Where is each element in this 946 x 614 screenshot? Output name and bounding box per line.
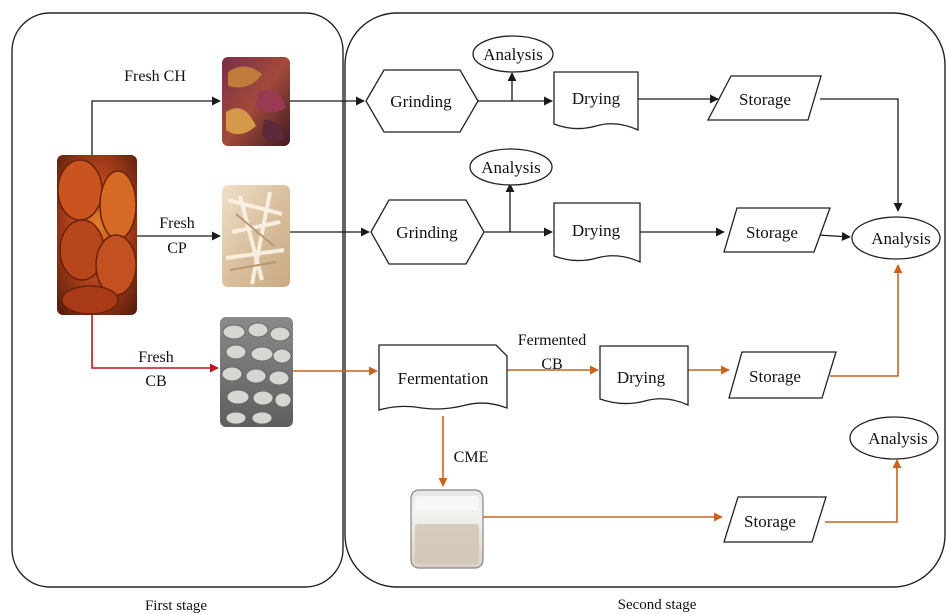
flow-pods-to-beans <box>91 315 219 373</box>
grinding-label: Grinding <box>390 92 452 111</box>
analysis-node-cp: Analysis <box>469 148 553 186</box>
storage-node-ch: Storage <box>706 75 822 121</box>
storage-label: Storage <box>739 90 791 109</box>
fresh-cp-label: Fresh <box>159 215 195 232</box>
cocoa-pods-image <box>57 155 137 315</box>
first-stage-label: First stage <box>145 598 207 614</box>
flow-cb-row <box>293 264 903 377</box>
storage-label: Storage <box>744 512 796 531</box>
analysis-label: Analysis <box>871 229 931 248</box>
grinding-label: Grinding <box>396 223 458 242</box>
analysis-label: Analysis <box>868 429 928 448</box>
storage-label: Storage <box>749 367 801 386</box>
drying-label: Drying <box>572 89 621 108</box>
drying-node-ch: Drying <box>553 71 639 132</box>
flow-pods-to-husk <box>91 96 221 155</box>
storage-label: Storage <box>746 223 798 242</box>
drying-node-cb: Drying <box>599 345 689 407</box>
grinding-node-ch: Grinding <box>365 69 479 133</box>
fermented-cb-label: CB <box>541 356 562 373</box>
storage-node-cme: Storage <box>723 496 827 543</box>
analysis-label: Analysis <box>481 158 541 177</box>
cocoa-beans-image <box>220 317 293 427</box>
fresh-cb-label: CB <box>145 373 166 390</box>
fermentation-label: Fermentation <box>398 369 489 388</box>
cocoa-mucilage-jar-image <box>410 489 484 569</box>
flow-ch-row <box>290 72 903 212</box>
fresh-cb-label: Fresh <box>138 349 174 366</box>
second-stage-panel <box>344 12 946 588</box>
cocoa-pulp-image <box>222 185 290 287</box>
second-stage-label: Second stage <box>618 597 697 613</box>
cocoa-husk-image <box>222 57 290 146</box>
grinding-node-cp: Grinding <box>370 199 485 265</box>
fresh-cp-label: CP <box>167 240 187 257</box>
drying-label: Drying <box>572 221 621 240</box>
cme-label: CME <box>454 449 489 466</box>
analysis-label: Analysis <box>483 45 543 64</box>
analysis-node-ch: Analysis <box>472 35 554 73</box>
drying-node-cp: Drying <box>553 202 641 264</box>
flow-cme-row <box>438 416 902 523</box>
analysis-node-main: Analysis <box>851 216 941 260</box>
storage-node-cb: Storage <box>728 351 837 399</box>
fresh-ch-label: Fresh CH <box>124 68 186 85</box>
analysis-node-cme: Analysis <box>849 416 939 460</box>
drying-label: Drying <box>617 368 666 387</box>
flow-cp-row <box>290 183 851 241</box>
fermented-cb-label: Fermented <box>518 332 586 349</box>
storage-node-cp: Storage <box>723 207 831 253</box>
fermentation-node: Fermentation <box>378 344 508 411</box>
first-stage-panel <box>11 12 344 588</box>
